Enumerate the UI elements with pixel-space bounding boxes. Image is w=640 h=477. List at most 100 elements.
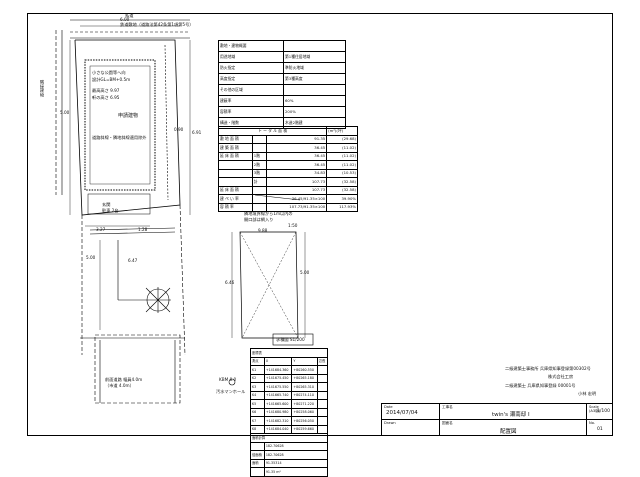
table-cell: 延 床 面 積	[218, 151, 253, 161]
table-cell: 107.73/91.35×100	[266, 202, 328, 212]
paper-size: (A3版)	[589, 409, 601, 413]
table-cell: 準防火地域	[283, 62, 346, 74]
zoning-table: 敷地・建物概要 用途地域第1種住居地域 防火指定準防火地域 高度指定第3種高度 …	[218, 40, 346, 129]
table-cell: K2	[250, 373, 265, 383]
table-cell: +141680.980	[263, 407, 293, 417]
office-name: 株式会社工房	[548, 374, 574, 379]
table-cell: K4	[250, 390, 265, 400]
sheet-number: 01	[597, 427, 603, 432]
table-cell: 36.45	[266, 151, 328, 161]
table-cell: 91.35	[266, 134, 328, 144]
table-cell: +141684.040	[263, 424, 293, 434]
table-cell: 60%	[283, 95, 346, 107]
table-cell	[316, 399, 329, 409]
small-plan-dim: 6.46	[225, 280, 235, 285]
table-cell: +80260.550	[291, 365, 318, 375]
road-note-2: （市道 4.0m）	[105, 383, 134, 388]
table-cell	[250, 441, 265, 451]
manhole-label: 汚水マンホール	[216, 389, 246, 394]
table-cell: 建 ぺ い 率	[218, 194, 253, 204]
drawing-name-cell: 図面名 配置図	[440, 420, 587, 436]
table-cell	[283, 40, 346, 52]
table-cell: 延 床 面 積	[218, 185, 253, 195]
table-cell: (11.02)	[326, 160, 358, 170]
road-area	[94, 334, 181, 404]
table-header: 辺長	[316, 356, 329, 366]
table-cell: 34.83	[266, 168, 328, 178]
table-cell: K8	[250, 424, 265, 434]
table-cell: (29.68)	[326, 134, 358, 144]
table-cell: 防火指定	[218, 62, 284, 74]
table-cell: K7	[250, 416, 265, 426]
coord-footer-label: 面積計算	[250, 433, 328, 443]
site-note-2: 設計GL=BM+0.5m	[92, 77, 131, 82]
table-cell: 182.70628	[263, 441, 329, 451]
table-cell: K3	[250, 382, 265, 392]
site-plan-drawing	[55, 19, 314, 404]
table-cell	[316, 365, 329, 375]
bm-label: KBM 0.0	[219, 377, 237, 382]
small-plan-note-2: 開口部は網入り	[244, 217, 274, 222]
small-plan-note-3: 1:50	[288, 223, 298, 228]
table-header: 測点	[250, 356, 265, 366]
table-cell	[283, 84, 346, 96]
table-cell: 200%	[283, 106, 346, 118]
dim-label: 6.91	[192, 130, 202, 135]
small-plan-dim: 5.00	[300, 270, 310, 275]
table-cell: +80274.110	[291, 390, 318, 400]
table-cell: 36.45	[266, 160, 328, 170]
area-table-unit: (m²)(坪)	[326, 126, 358, 136]
table-cell	[251, 143, 268, 153]
table-cell	[251, 194, 268, 204]
drawn-cell: Drawn	[382, 420, 440, 436]
dim-label: 3.27	[96, 227, 106, 232]
table-cell: 91.35 m²	[263, 467, 329, 477]
table-cell: (11.02)	[326, 143, 358, 153]
scale-value: 1/100	[597, 409, 610, 414]
building-label: 申請建物	[118, 113, 139, 119]
max-height-label: 最高高さ 9.97	[92, 88, 120, 93]
date-label: Date	[384, 405, 393, 409]
table-cell	[218, 177, 253, 187]
table-cell: (32.58)	[326, 185, 358, 195]
table-cell: 容積率	[218, 106, 284, 118]
table-cell: 1階	[251, 151, 268, 161]
table-cell	[251, 202, 268, 212]
table-cell: 107.73	[266, 185, 328, 195]
lower-boundary-right	[179, 204, 186, 356]
table-cell: +80256.050	[291, 416, 318, 426]
table-cell: 第1種住居地域	[283, 51, 346, 63]
table-cell: その他の区域	[218, 84, 284, 96]
table-cell: +141682.310	[263, 416, 293, 426]
parking-area	[87, 193, 151, 215]
dim-label: 5.00	[86, 255, 96, 260]
road-top-right-label: 鉄道敷地（道路法第42条第1項第5号）	[120, 22, 194, 27]
table-cell: +141665.600	[263, 399, 293, 409]
table-cell	[218, 160, 253, 170]
table-cell: 36.45/91.35×100	[266, 194, 328, 204]
dim-label: 0.90	[174, 127, 184, 132]
dim-label: 6.00	[120, 17, 130, 22]
table-header: Y	[291, 356, 318, 366]
table-cell: +80265.310	[291, 382, 318, 392]
sheet-cell: No. 01	[587, 420, 613, 436]
scale-label: Scale	[589, 405, 599, 409]
table-cell	[316, 373, 329, 383]
small-plan-note-1: 隣地境界線から1m以内の	[244, 211, 293, 216]
entry-label: 玄関	[102, 202, 111, 207]
table-cell: +80271.220	[291, 399, 318, 409]
table-cell: (11.02)	[326, 151, 358, 161]
table-cell	[316, 382, 329, 392]
table-cell: 用途地域	[218, 51, 284, 63]
table-cell: 倍面積	[250, 450, 265, 460]
coord-table-title: 座標表	[250, 348, 328, 358]
dim-label: 6.47	[128, 258, 138, 263]
setback-note: 道路斜線・隣地斜線適用除外	[92, 135, 147, 140]
area-table-title: ト ー タ ル 面 積	[217, 126, 328, 136]
table-cell: 117.93%	[326, 202, 358, 212]
table-cell: +80259.660	[291, 424, 318, 434]
road-note-1: 前面道路 幅員4.0m	[105, 377, 143, 382]
table-cell: 182.70628	[263, 450, 329, 460]
table-cell	[251, 134, 268, 144]
table-cell: +80265.180	[291, 373, 318, 383]
